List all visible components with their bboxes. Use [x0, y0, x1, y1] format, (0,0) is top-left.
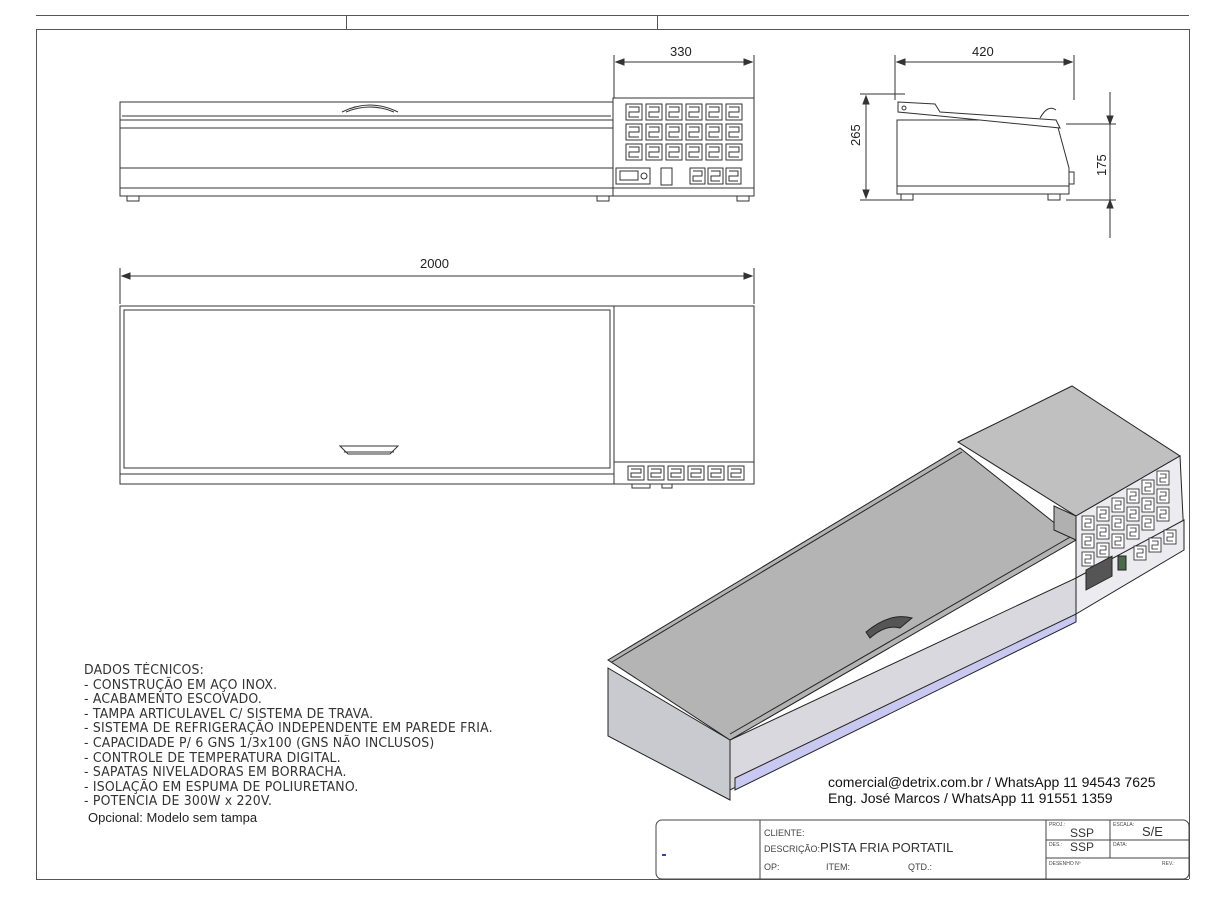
- tb-item-label: ITEM:: [826, 862, 850, 872]
- optional-note: Opcional: Modelo sem tampa: [88, 810, 258, 825]
- frame-left-line: [36, 29, 37, 879]
- vent-fin: [688, 126, 700, 138]
- vent-fin: [1166, 532, 1174, 542]
- header-divider-1: [346, 15, 347, 29]
- vent-fin: [1136, 548, 1144, 558]
- contact-engineer-line: Eng. José Marcos / WhatsApp 11 91551 135…: [828, 790, 1113, 806]
- vent-fin: [628, 146, 640, 158]
- power-switch: [1117, 555, 1127, 571]
- spec-line: - CAPACIDADE P/ 6 GNS 1/3x100 (GNS NÃO I…: [84, 735, 435, 751]
- vent-fin: [1114, 518, 1122, 528]
- top-vent-grille: [627, 465, 745, 481]
- iso-vent-grille: [1081, 470, 1177, 567]
- tb-desenho-label: DESENHO Nº: [1049, 861, 1081, 867]
- vent-fin: [648, 126, 660, 138]
- vent-fin: [1159, 491, 1167, 501]
- tb-descricao-label: DESCRIÇÃO:: [764, 844, 821, 854]
- tb-data-label: DATA:: [1113, 842, 1127, 848]
- contact-info: comercial@detrix.com.br / WhatsApp 11 94…: [828, 774, 1156, 806]
- vent-fin: [1129, 491, 1137, 501]
- vent-fin: [1084, 536, 1092, 546]
- vent-fin: [730, 468, 742, 478]
- vent-fin: [1129, 527, 1137, 537]
- dim-420-label: 420: [972, 44, 994, 59]
- vent-fin: [710, 468, 722, 478]
- vent-fin: [1114, 536, 1122, 546]
- vent-fin: [728, 106, 740, 118]
- vent-fin: [648, 106, 660, 118]
- vent-fin: [668, 126, 680, 138]
- tb-rev-label: REV.:: [1162, 861, 1175, 867]
- tb-escala-value: S/E: [1142, 824, 1163, 839]
- tb-descricao-value: PISTA FRIA PORTATIL: [820, 840, 954, 855]
- vent-fin: [668, 106, 680, 118]
- vent-fin: [1144, 482, 1152, 492]
- vent-fin: [728, 126, 740, 138]
- vent-fin: [1099, 509, 1107, 519]
- tb-qtd-label: QTD.:: [908, 862, 932, 872]
- vent-fin: [692, 170, 703, 182]
- vent-fin: [1159, 473, 1167, 483]
- frame-bottom-line: [36, 879, 1189, 880]
- vent-fin: [710, 170, 721, 182]
- vent-fin: [1099, 527, 1107, 537]
- tb-proj-value: SSP: [1070, 826, 1095, 840]
- vent-fin: [1084, 518, 1092, 528]
- spec-line: - SAPATAS NIVELADORAS EM BORRACHA.: [84, 765, 347, 781]
- vent-fin: [688, 106, 700, 118]
- vent-fin: [628, 126, 640, 138]
- vent-fin: [1114, 500, 1122, 510]
- vent-fin: [708, 146, 720, 158]
- vent-fin: [630, 468, 642, 478]
- tb-des-label: DES.:: [1049, 842, 1063, 848]
- vent-fin: [1144, 518, 1152, 528]
- contact-email-line: comercial@detrix.com.br / WhatsApp 11 94…: [828, 774, 1156, 790]
- technical-specs: DADOS TÉCNICOS: - CONSTRUÇÃO EM AÇO INOX…: [84, 663, 493, 810]
- vent-fin: [728, 170, 739, 182]
- header-divider-2: [657, 15, 658, 29]
- tb-escala-label: ESCALA:: [1113, 822, 1135, 828]
- vent-fin: [688, 146, 700, 158]
- spec-line: - CONSTRUÇÃO EM AÇO INOX.: [84, 677, 278, 693]
- vent-fin: [648, 146, 660, 158]
- vent-fin: [1144, 500, 1152, 510]
- vent-fin: [1159, 509, 1167, 519]
- tb-des-value: SSP: [1070, 840, 1095, 854]
- specs-title: DADOS TÉCNICOS:: [84, 663, 205, 678]
- vent-fin: [650, 468, 662, 478]
- front-vent-grille: [625, 103, 743, 185]
- frame-right-line: [1189, 29, 1190, 879]
- spec-line: - ACABAMENTO ESCOVADO.: [84, 692, 263, 708]
- vent-fin: [1099, 545, 1107, 555]
- spec-line: - TAMPA ARTICULAVEL C/ SISTEMA DE TRAVA.: [84, 706, 374, 722]
- frame-top-line: [36, 29, 1189, 30]
- vent-fin: [628, 106, 640, 118]
- spec-line: - ISOLAÇÃO EM ESPUMA DE POLIURETANO.: [84, 779, 359, 795]
- header-strip-line: [36, 15, 1189, 16]
- vent-fin: [668, 146, 680, 158]
- vent-fin: [670, 468, 682, 478]
- tb-cliente-label: CLIENTE:: [764, 828, 805, 838]
- vent-fin: [1129, 509, 1137, 519]
- vent-fin: [1151, 540, 1159, 550]
- vent-fin: [728, 146, 740, 158]
- spec-line: - CONTROLE DE TEMPERATURA DIGITAL.: [84, 750, 341, 766]
- tb-proj-label: PROJ.:: [1049, 822, 1066, 828]
- dim-330-label: 330: [670, 44, 692, 59]
- tb-op-label: OP:: [764, 862, 780, 872]
- spec-line: - SISTEMA DE REFRIGERAÇÃO INDEPENDENTE E…: [84, 721, 493, 737]
- vent-fin: [1084, 554, 1092, 564]
- dim-2000-label: 2000: [420, 256, 449, 271]
- vent-fin: [708, 106, 720, 118]
- vent-fin: [708, 126, 720, 138]
- vent-fin: [690, 468, 702, 478]
- spec-line: - POTENCIA DE 300W x 220V.: [84, 794, 273, 810]
